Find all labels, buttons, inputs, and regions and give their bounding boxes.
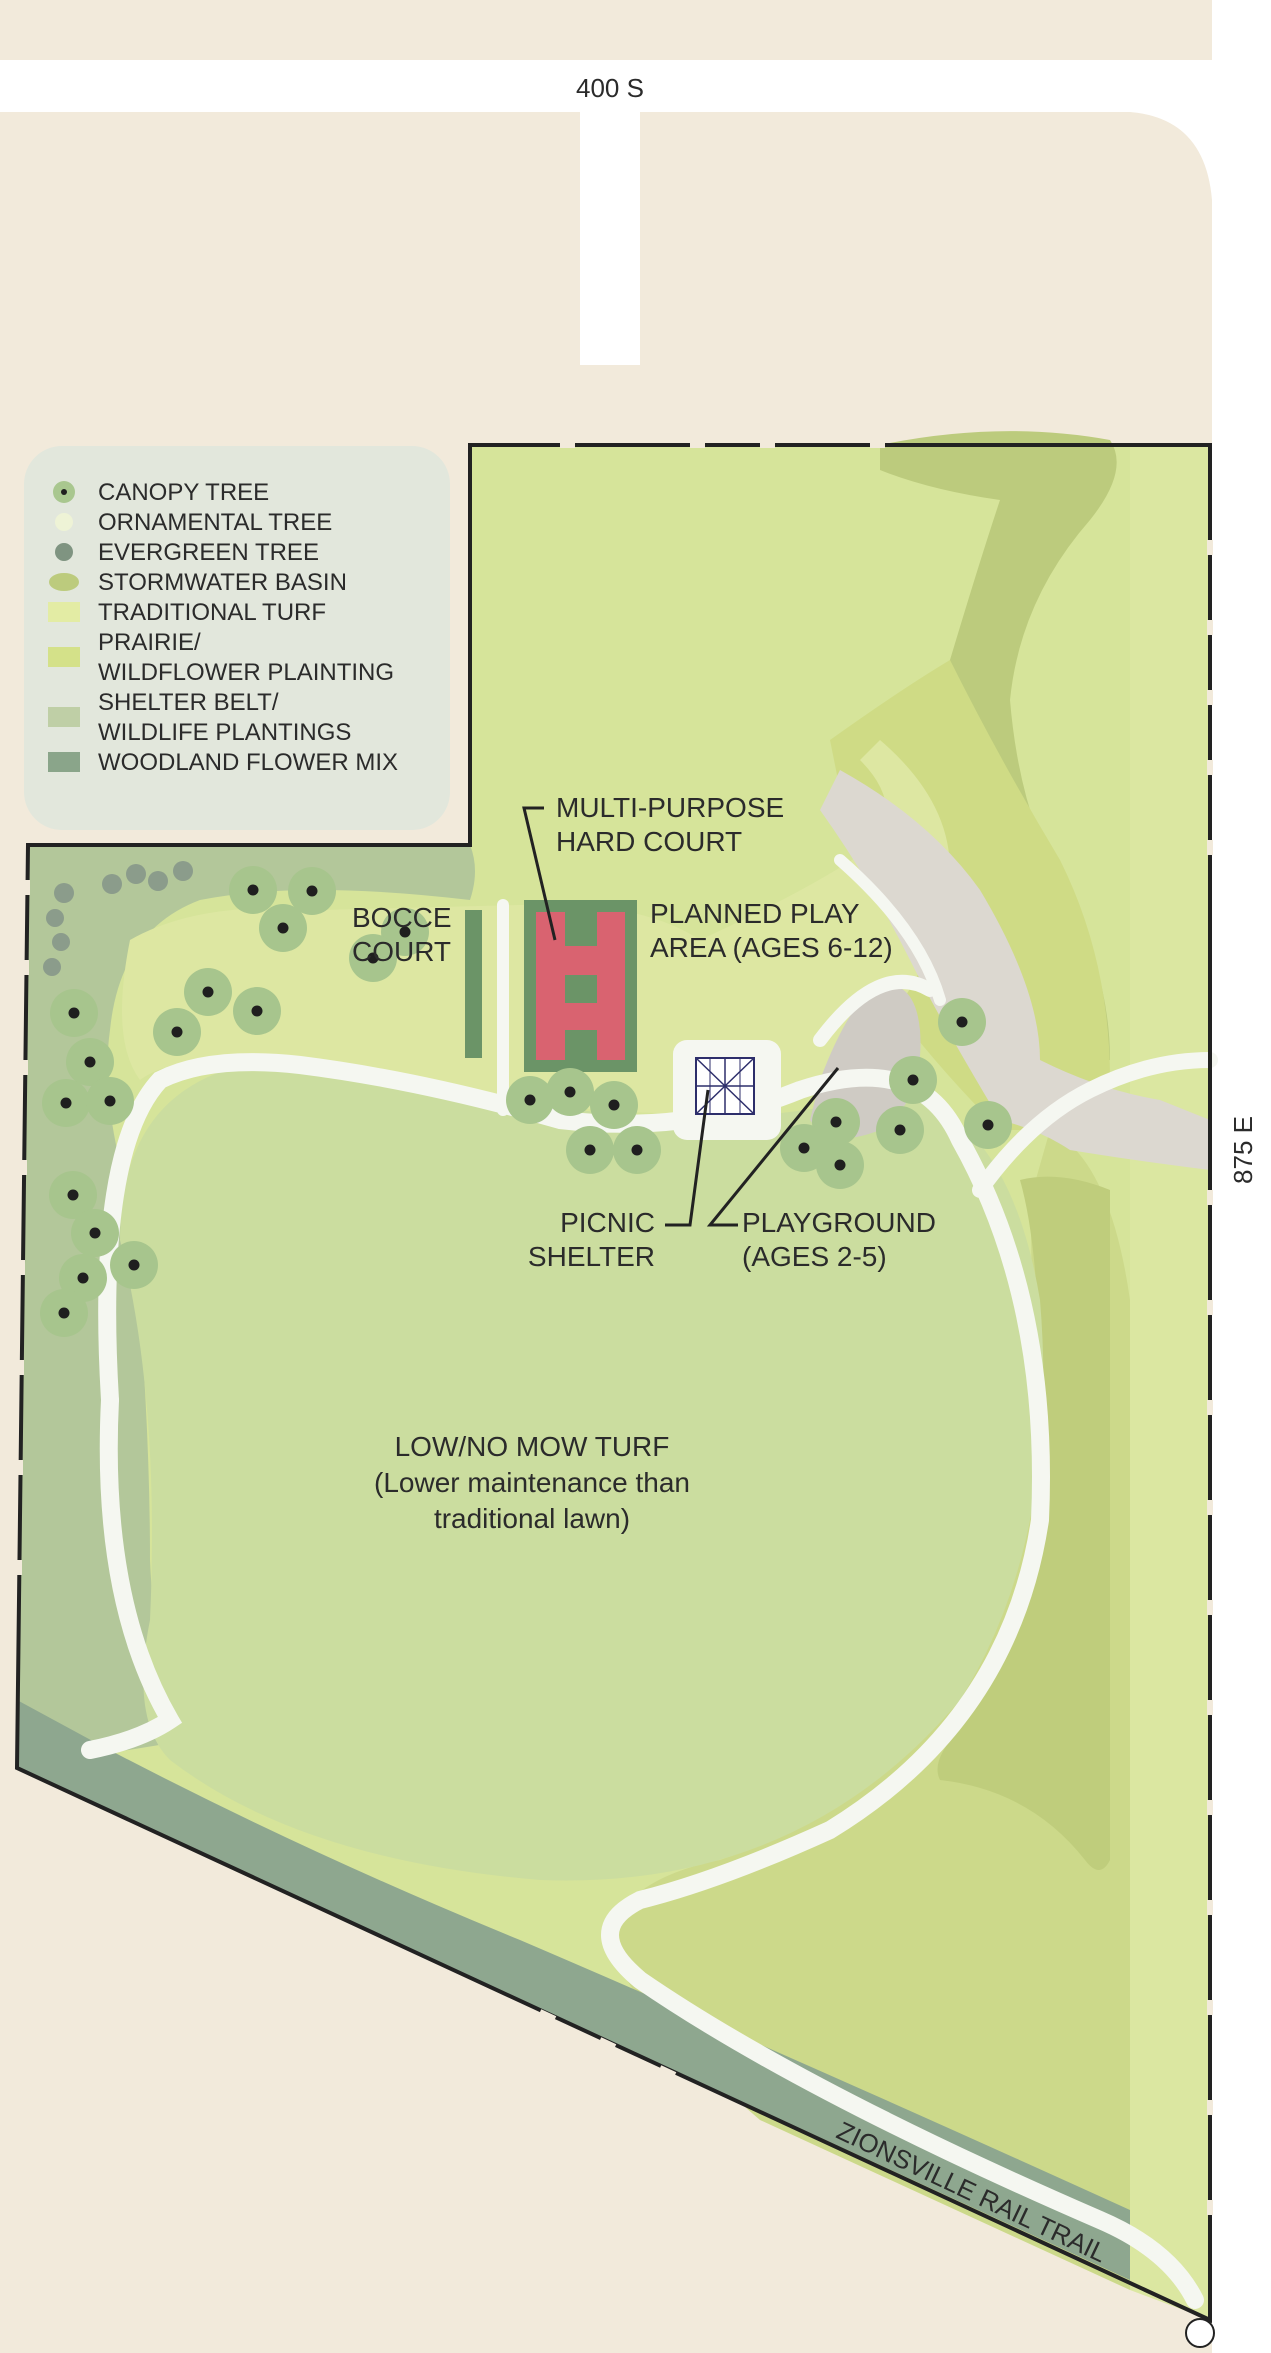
legend-label: WOODLAND FLOWER MIX [98, 749, 398, 776]
canopy-tree-trunk [956, 1016, 968, 1028]
legend-swatch [48, 602, 80, 622]
canopy-tree-trunk [128, 1259, 140, 1271]
shelter-belt-west [17, 845, 475, 1768]
picnic-shelter-icon[interactable] [695, 1057, 755, 1115]
road-label-east: 875 E [1228, 1116, 1258, 1184]
legend-label: CANOPY TREE [98, 479, 269, 506]
boundary-dashes [16, 442, 1213, 2215]
legend-label: EVERGREEN TREE [98, 539, 319, 566]
legend-swatch [53, 481, 75, 503]
canopy-tree-trunk [60, 1097, 72, 1109]
canopy-tree-trunk [277, 922, 289, 934]
canopy-tree-trunk [982, 1119, 994, 1131]
canopy-tree-trunk [608, 1099, 620, 1111]
canopy-tree-trunk [524, 1094, 536, 1106]
legend-label: WILDFLOWER PLAINTING [98, 659, 394, 686]
play-connector-path[interactable] [813, 974, 937, 1047]
leader-lines [522, 806, 840, 1227]
prairie-south-east [610, 1130, 1130, 2290]
canopy-tree-trunk [202, 986, 214, 998]
canopy-tree-trunk [251, 1005, 263, 1017]
evergreen-trees [43, 861, 193, 976]
playground-label: PLAYGROUND(AGES 2-5) [742, 1207, 936, 1272]
low-no-mow-turf[interactable] [120, 1058, 1044, 1881]
east-spur-path[interactable] [972, 1052, 1218, 1198]
canopy-tree-trunk [631, 1144, 643, 1156]
legend-swatch [48, 752, 80, 772]
canopy-tree-trunk [247, 884, 259, 896]
canopy-tree-trunk [77, 1272, 89, 1284]
canopy-tree-trunk [67, 1189, 79, 1201]
canopy-tree-trunk [798, 1142, 810, 1154]
canopy-tree-trunk [306, 885, 318, 897]
road-label-north: 400 S [576, 73, 644, 103]
east-road-corner [1130, 112, 1212, 200]
north-road[interactable] [0, 60, 1271, 112]
legend-label: ORNAMENTAL TREE [98, 509, 332, 536]
woodland-flower-mix [17, 1700, 1130, 2280]
entry-drive-notch [600, 112, 640, 192]
legend-label: TRADITIONAL TURF [98, 599, 326, 626]
property-boundary [14, 443, 1212, 2324]
legend-label: STORMWATER BASIN [98, 569, 347, 596]
trail-end-marker [1185, 2318, 1215, 2348]
north-parcel [0, 0, 1215, 60]
canopy-tree-trunk [830, 1116, 842, 1128]
canopy-tree-trunk [171, 1026, 183, 1038]
legend-panel [24, 446, 450, 830]
canopy-tree-trunk [564, 1086, 576, 1098]
prairie-east-strip [1130, 445, 1210, 2320]
legend-label: PRAIRIE/ [98, 629, 201, 656]
loop-path-west[interactable] [81, 1391, 183, 1759]
legend-swatch [55, 543, 73, 561]
legend: CANOPY TREE ORNAMENTAL TREE EVERGREEN TREE… [24, 446, 450, 830]
bocce-court[interactable] [465, 910, 482, 1058]
canopy-tree-trunk [58, 1307, 70, 1319]
legend-label: SHELTER BELT/ [98, 689, 279, 716]
canopy-tree-trunk [894, 1124, 906, 1136]
canopy-tree-trunk [84, 1056, 96, 1068]
legend-label: WILDLIFE PLANTINGS [98, 719, 351, 746]
canopy-tree-trunk [68, 1007, 80, 1019]
legend-swatch [48, 707, 80, 727]
multi-purpose-hard-court[interactable] [524, 900, 637, 1072]
north-spur-path[interactable] [834, 854, 946, 1006]
canopy-tree-trunk [834, 1159, 846, 1171]
east-road[interactable] [1212, 0, 1271, 2353]
legend-swatch [49, 573, 79, 591]
canopy-tree-trunk [104, 1095, 116, 1107]
gravel-hardscape [820, 770, 1210, 1170]
canopy-tree-trunk [584, 1144, 596, 1156]
canopy-tree-trunk [89, 1227, 101, 1239]
legend-swatch [55, 513, 73, 531]
loop-path[interactable] [98, 1053, 1204, 2309]
legend-swatch [48, 647, 80, 667]
canopy-tree-trunk [367, 952, 379, 964]
canopy-tree-trunk [399, 926, 411, 938]
canopy-tree-trunk [907, 1074, 919, 1086]
canopy-trees [40, 866, 1012, 1337]
